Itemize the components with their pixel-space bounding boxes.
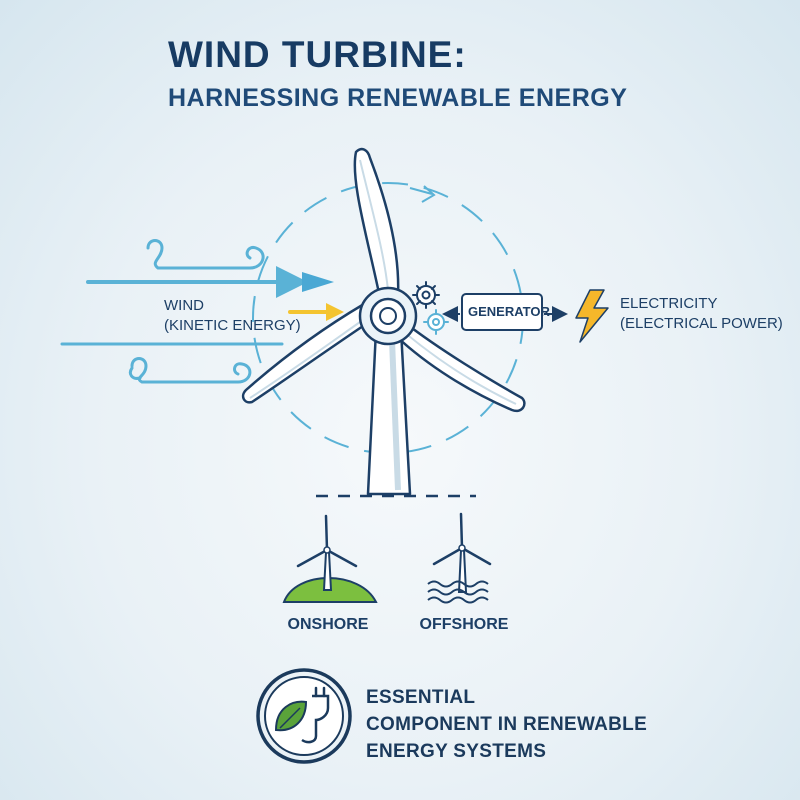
gear-icon: [412, 281, 440, 309]
wind-swirl-icon: [146, 239, 265, 270]
title-subtitle: HARNESSING RENEWABLE ENERGY: [168, 84, 628, 112]
wind-label-line2: (KINETIC ENERGY): [164, 317, 301, 334]
wind-label: WIND (KINETIC ENERGY): [164, 296, 301, 336]
electricity-label-line1: ELECTRICITY: [620, 295, 718, 312]
generator-label: GENERATOR: [468, 304, 550, 319]
wind-label-line1: WIND: [164, 297, 204, 314]
blade-left: [241, 302, 374, 404]
onshore-label: ONSHORE: [287, 616, 369, 633]
electricity-label: ELECTRICITY (ELECTRICAL POWER): [620, 294, 783, 334]
footer-text: ESSENTIAL COMPONENT IN RENEWABLE ENERGY …: [366, 684, 647, 765]
title-main: WIND TURBINE:: [168, 34, 467, 75]
footer-line2: COMPONENT IN RENEWABLE: [366, 714, 648, 735]
footer-line1: ESSENTIAL: [366, 687, 476, 708]
offshore-turbine-icon: [427, 512, 492, 604]
turbine-hub: [358, 286, 418, 346]
footer-line3: ENERGY SYSTEMS: [366, 741, 547, 762]
onshore-turbine-icon: [282, 514, 378, 603]
wind-streams: [60, 239, 308, 384]
offshore-label: OFFSHORE: [419, 616, 509, 633]
leaf-plug-icon: [256, 668, 352, 764]
generator-box: [442, 293, 568, 331]
kinetic-energy-arrow: [288, 303, 344, 321]
wind-swirl-icon: [128, 357, 252, 384]
blade-right: [394, 320, 526, 413]
turbine-tower: [366, 328, 412, 496]
electricity-label-line2: (ELECTRICAL POWER): [620, 315, 783, 332]
wave-icon: [427, 580, 489, 604]
turbine-blades: [241, 147, 526, 413]
lightning-bolt-icon: [575, 289, 609, 343]
gear-icon: [423, 309, 449, 335]
